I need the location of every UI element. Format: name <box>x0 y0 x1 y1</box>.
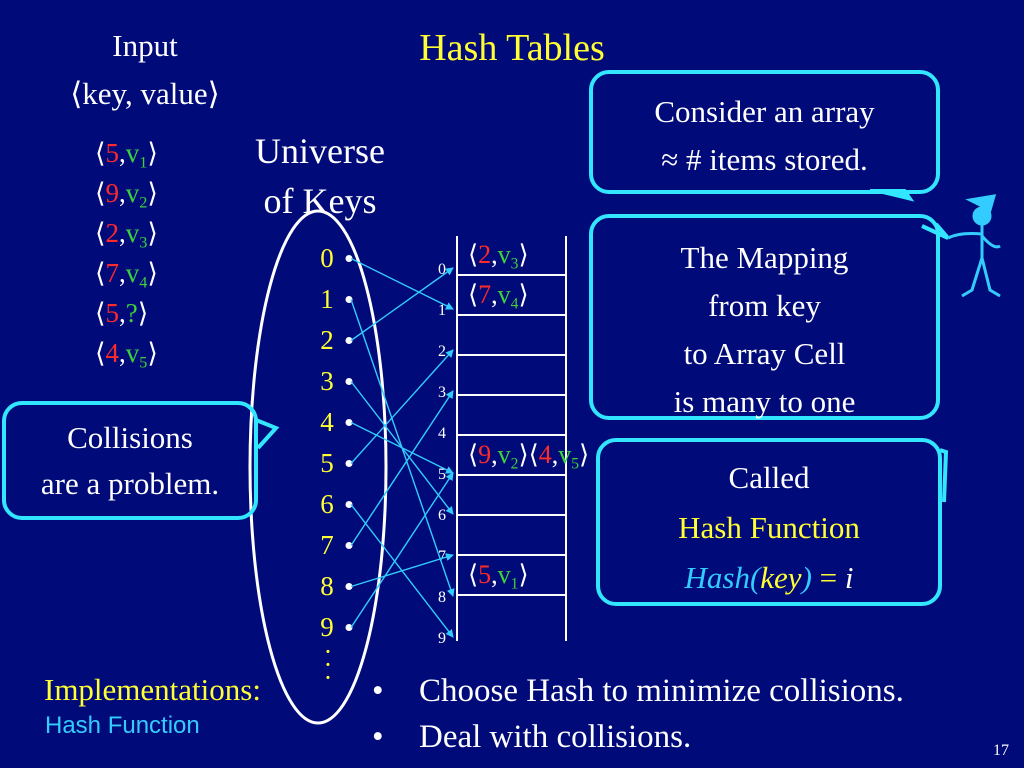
input-pair: ⟨7,v4⟩ <box>95 258 158 292</box>
implementations-label: Implementations: <box>44 672 261 707</box>
pair-value: v3 <box>125 218 148 252</box>
universe-key: 5 <box>320 448 334 478</box>
universe-label: Universe of Keys <box>225 126 415 226</box>
universe-keys: 0 1 2 3 4 5 6 7 8 9 <box>312 238 342 648</box>
mapping-arrow <box>350 349 454 464</box>
array-index: 3 <box>438 384 446 401</box>
universe-key: 8 <box>320 571 334 601</box>
universe-ellipsis: · · · <box>323 637 333 692</box>
key-dot <box>345 460 353 467</box>
key-dot <box>345 337 353 344</box>
hash-table-array: ⟨2,v3⟩ ⟨7,v4⟩ ⟨9,v2⟩⟨4,v5⟩ ⟨5,v1⟩ <box>456 236 589 641</box>
array-index: 5 <box>438 466 446 483</box>
universe-key: 0 <box>320 243 334 273</box>
input-pair: ⟨5,v1⟩ <box>95 138 158 172</box>
input-pair: ⟨4,v5⟩ <box>95 338 158 372</box>
bullet-list: •Choose Hash to minimize collisions. •De… <box>372 668 904 760</box>
array-cell <box>458 476 565 516</box>
key-dot <box>345 583 353 590</box>
universe-key: 7 <box>320 530 334 560</box>
array-cell <box>458 516 565 556</box>
key-dot <box>345 255 353 262</box>
universe-line1: Universe <box>255 131 385 171</box>
input-heading: Input ⟨key, value⟩ <box>40 22 250 118</box>
universe-key: 3 <box>320 366 334 396</box>
key-dot <box>345 296 353 303</box>
pair-key: 5 <box>105 138 120 168</box>
pair-key: 5 <box>105 298 120 328</box>
array-index: 7 <box>438 548 446 565</box>
key-dots <box>345 255 353 631</box>
universe-key: 6 <box>320 489 334 519</box>
array-cell <box>458 316 565 356</box>
array-index: 8 <box>438 589 446 606</box>
array-index: 2 <box>438 343 446 360</box>
pair-key: 7 <box>105 258 120 288</box>
key-dot <box>345 624 353 631</box>
input-pair: ⟨9,v2⟩ <box>95 178 158 212</box>
pair-key: 4 <box>105 338 120 368</box>
pair-value: ? <box>125 298 138 328</box>
universe-line2: of Keys <box>263 181 377 221</box>
array-index: 6 <box>438 507 446 524</box>
universe-key: 9 <box>320 612 334 642</box>
array-cell: ⟨2,v3⟩ <box>458 236 565 276</box>
hash-function-bubble: Called Hash Function Hash(key) = i <box>596 438 942 606</box>
input-pair: ⟨5,?⟩ <box>95 298 149 328</box>
array-cell <box>458 356 565 396</box>
key-dot <box>345 378 353 385</box>
array-cell: ⟨7,v4⟩ <box>458 276 565 316</box>
cartoon-figure-icon <box>947 194 1001 298</box>
array-index: 0 <box>438 261 446 278</box>
input-pair: ⟨2,v3⟩ <box>95 218 158 252</box>
input-heading-line1: Input <box>112 28 178 63</box>
mapping-arrow <box>350 257 454 310</box>
key-dot <box>345 419 353 426</box>
array-cell: ⟨5,v1⟩ <box>458 556 565 596</box>
input-heading-line2: ⟨key, value⟩ <box>70 76 220 111</box>
slide-title: Hash Tables <box>419 27 605 69</box>
universe-key: 4 <box>320 407 334 437</box>
mapping-arrow <box>350 472 454 628</box>
implementations-sub: Hash Function <box>45 712 200 739</box>
pair-value: v4 <box>125 258 148 292</box>
hash-formula: Hash(key) = i <box>684 560 854 595</box>
array-index: 9 <box>438 630 446 647</box>
consider-array-bubble: Consider an array ≈ # items stored. <box>589 70 940 194</box>
pair-value: v1 <box>125 138 148 172</box>
array-indices: 0 1 2 3 4 5 6 7 8 9 <box>438 256 456 666</box>
universe-ellipse <box>248 209 388 725</box>
bullet-item: •Choose Hash to minimize collisions. <box>372 673 904 709</box>
mapping-arrow <box>350 267 454 342</box>
page-number: 17 <box>993 742 1009 759</box>
universe-key: 1 <box>320 284 334 314</box>
pair-key: 2 <box>105 218 120 248</box>
mapping-arrows <box>350 257 455 638</box>
pair-key: 9 <box>105 178 120 208</box>
pair-value: v5 <box>125 338 148 372</box>
key-dot <box>345 542 353 549</box>
mapping-arrow <box>350 390 454 546</box>
key-dot <box>345 501 353 508</box>
collisions-bubble: Collisions are a problem. <box>2 401 258 520</box>
input-pairs-list: ⟨5,v1⟩ ⟨9,v2⟩ ⟨2,v3⟩ ⟨7,v4⟩ ⟨5,?⟩ ⟨4,v5⟩ <box>95 133 158 373</box>
array-index: 1 <box>438 302 446 319</box>
mapping-bubble: The Mapping from key to Array Cell is ma… <box>589 214 940 420</box>
array-cell <box>458 396 565 436</box>
called-bubble-tail <box>939 448 949 503</box>
mapping-arrow <box>350 553 454 588</box>
pair-value: v2 <box>125 178 148 212</box>
collisions-bubble-tail <box>255 418 280 450</box>
mapping-arrow <box>350 421 454 474</box>
universe-key: 2 <box>320 325 334 355</box>
array-cell: ⟨9,v2⟩⟨4,v5⟩ <box>458 436 589 476</box>
bullet-item: •Deal with collisions. <box>372 719 692 755</box>
array-index: 4 <box>438 425 446 442</box>
